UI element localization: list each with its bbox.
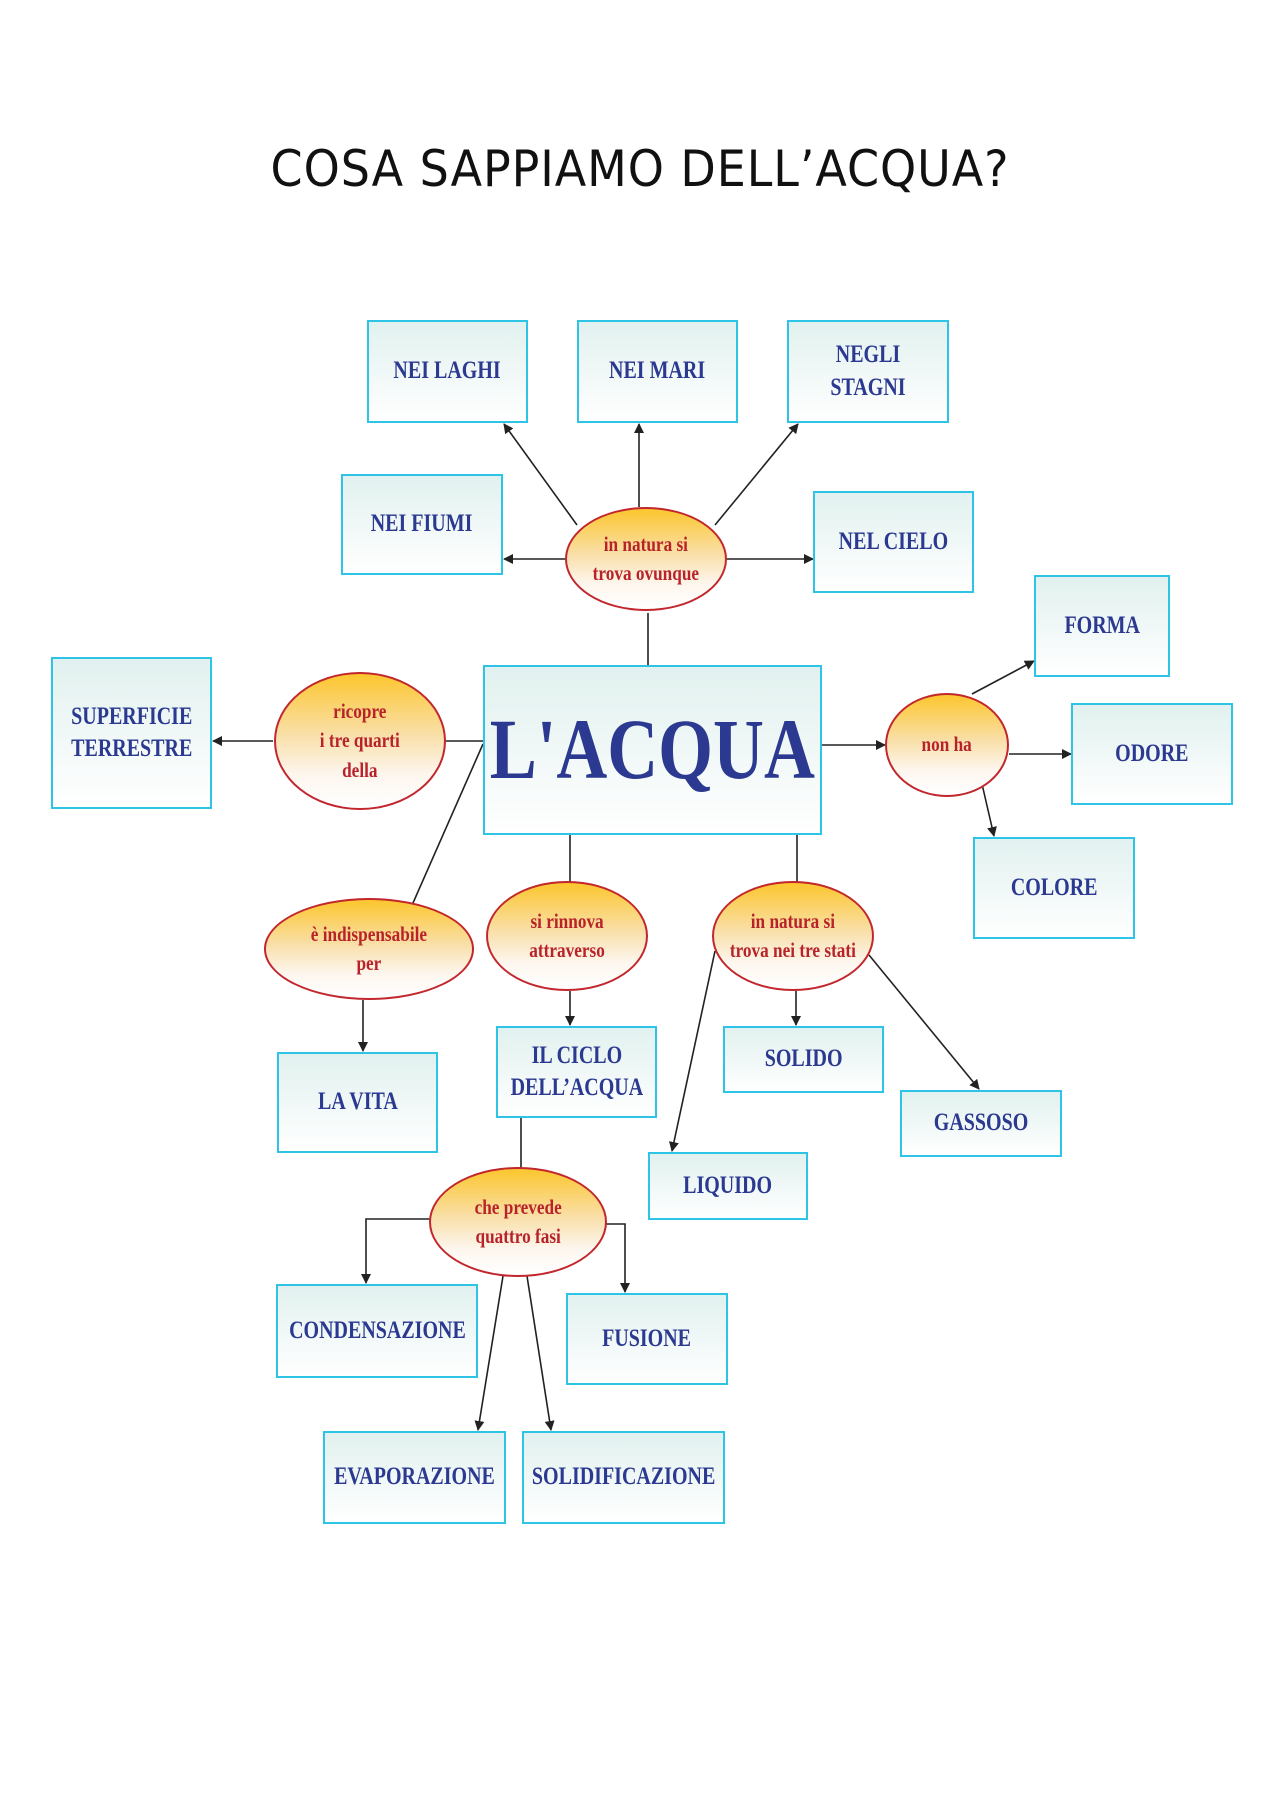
arrow-to-forma [971,660,1035,695]
connector-label: in natura si trova nei tre stati [729,908,857,962]
node-label: FORMA [1064,611,1140,639]
connector-label: è indispensabile per [310,921,428,975]
node-label: COLORE [1010,873,1098,901]
node-liquido: LIQUIDO [648,1152,808,1220]
node-label: EVAPORAZIONE [334,1463,495,1491]
node-forma: FORMA [1034,575,1170,677]
node-label: SOLIDIFICAZIONE [531,1463,716,1491]
connector-ricopre: ricopre i tre quarti della [274,672,446,810]
node-colore: COLORE [973,837,1135,939]
connector-label: che prevede quattro fasi [474,1194,562,1248]
node-label: LIQUIDO [683,1171,773,1199]
node-label: NEI MARI [609,357,706,385]
arrow-to-fusione [606,1223,630,1293]
node-label: SUPERFICIE TERRESTRE [70,702,193,763]
center-node: L'ACQUA [483,665,822,835]
connector-label: in natura si trova ovunque [592,531,700,585]
node-evaporazione: EVAPORAZIONE [323,1431,506,1524]
node-label: FUSIONE [602,1324,692,1352]
node-laghi: NEI LAGHI [367,320,528,423]
arrow-to-condensazione [361,1218,430,1284]
node-solidificazione: SOLIDIFICAZIONE [522,1431,725,1524]
node-label: NEI LAGHI [393,357,502,385]
node-label: NEI FIUMI [371,510,473,538]
node-solido: SOLIDO [723,1026,884,1093]
node-fusione: FUSIONE [566,1293,728,1385]
arrow-to-gassoso [868,954,980,1090]
line-center-indispensabile [412,743,484,904]
connector-indispensabile: è indispensabile per [264,898,474,1000]
node-odore: ODORE [1071,703,1233,805]
connector-prevede: che prevede quattro fasi [429,1167,607,1277]
arrow-to-evaporazione [474,1275,504,1431]
node-gassoso: GASSOSO [900,1090,1062,1157]
node-vita: LA VITA [277,1052,438,1153]
node-label: NEL CIELO [838,527,949,555]
connector-label: si rinnova attraverso [529,908,605,962]
node-label: GASSOSO [933,1109,1029,1137]
node-label: SOLIDO [764,1045,843,1073]
connector-label: non ha [921,732,973,757]
node-label: NEGLI STAGNI [830,341,906,401]
node-condensazione: CONDENSAZIONE [276,1284,478,1378]
node-label: ODORE [1115,739,1189,767]
center-label: L'ACQUA [489,701,816,798]
connector-label: ricopre i tre quarti della [319,698,401,782]
arrow-to-solidificazione [526,1275,555,1431]
node-label: CONDENSAZIONE [288,1316,466,1344]
connector-non-ha: non ha [885,693,1009,797]
arrow-to-colore [981,783,997,837]
connector-rinnova: si rinnova attraverso [486,881,648,991]
node-stagni: NEGLI STAGNI [787,320,949,423]
node-label: LA VITA [317,1088,398,1116]
arrow-to-stagni [714,423,799,526]
node-ciclo: IL CICLO DELL’ACQUA [496,1026,657,1118]
arrow-to-laghi [503,423,578,526]
page-title: COSA SAPPIAMO DELL’ACQUA? [270,140,1010,198]
node-cielo: NEL CIELO [813,491,974,593]
node-label: IL CICLO DELL’ACQUA [510,1041,643,1102]
node-mari: NEI MARI [577,320,738,423]
node-fiumi: NEI FIUMI [341,474,503,575]
connector-tre-stati: in natura si trova nei tre stati [712,881,874,991]
arrow-to-liquido [669,950,716,1152]
node-superficie: SUPERFICIE TERRESTRE [51,657,212,809]
connector-ovunque: in natura si trova ovunque [565,507,727,611]
